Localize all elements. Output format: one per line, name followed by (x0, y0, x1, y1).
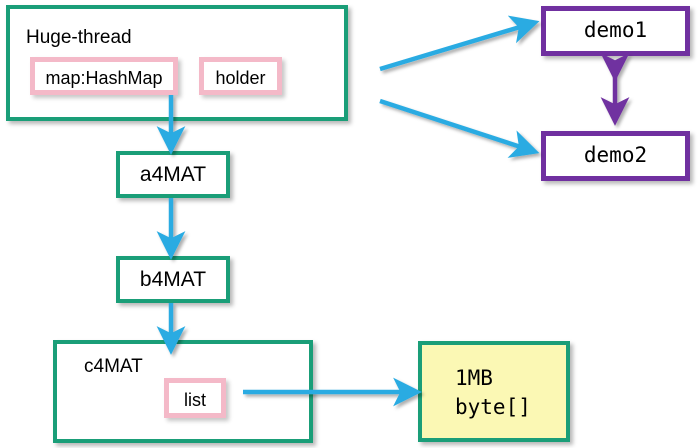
node-map-hashmap-label: map:HashMap (45, 68, 163, 88)
node-byte-array-line1: 1MB (455, 366, 493, 390)
node-list-label: list (184, 390, 206, 410)
node-byte-array-line2: byte[] (455, 395, 531, 419)
node-c4mat-label: c4MAT (84, 356, 143, 377)
edge-huge-thread-to-demo1 (379, 15, 540, 72)
node-demo1[interactable]: demo1 (541, 6, 690, 56)
node-b4mat[interactable]: b4MAT (116, 256, 230, 303)
node-demo1-label: demo1 (583, 18, 648, 42)
node-demo2[interactable]: demo2 (541, 131, 690, 181)
node-a4mat[interactable]: a4MAT (116, 151, 230, 198)
node-byte-array[interactable]: 1MB byte[] (418, 341, 570, 442)
node-a4mat-label: a4MAT (139, 163, 207, 186)
node-holder[interactable]: holder (199, 57, 282, 95)
node-b4mat-label: b4MAT (139, 268, 207, 291)
node-list[interactable]: list (164, 378, 226, 418)
node-holder-label: holder (215, 68, 266, 88)
node-map-hashmap[interactable]: map:HashMap (30, 57, 178, 95)
node-demo2-label: demo2 (583, 143, 648, 167)
edge-huge-thread-to-demo2 (379, 98, 540, 158)
node-huge-thread-label: Huge-thread (26, 27, 132, 48)
